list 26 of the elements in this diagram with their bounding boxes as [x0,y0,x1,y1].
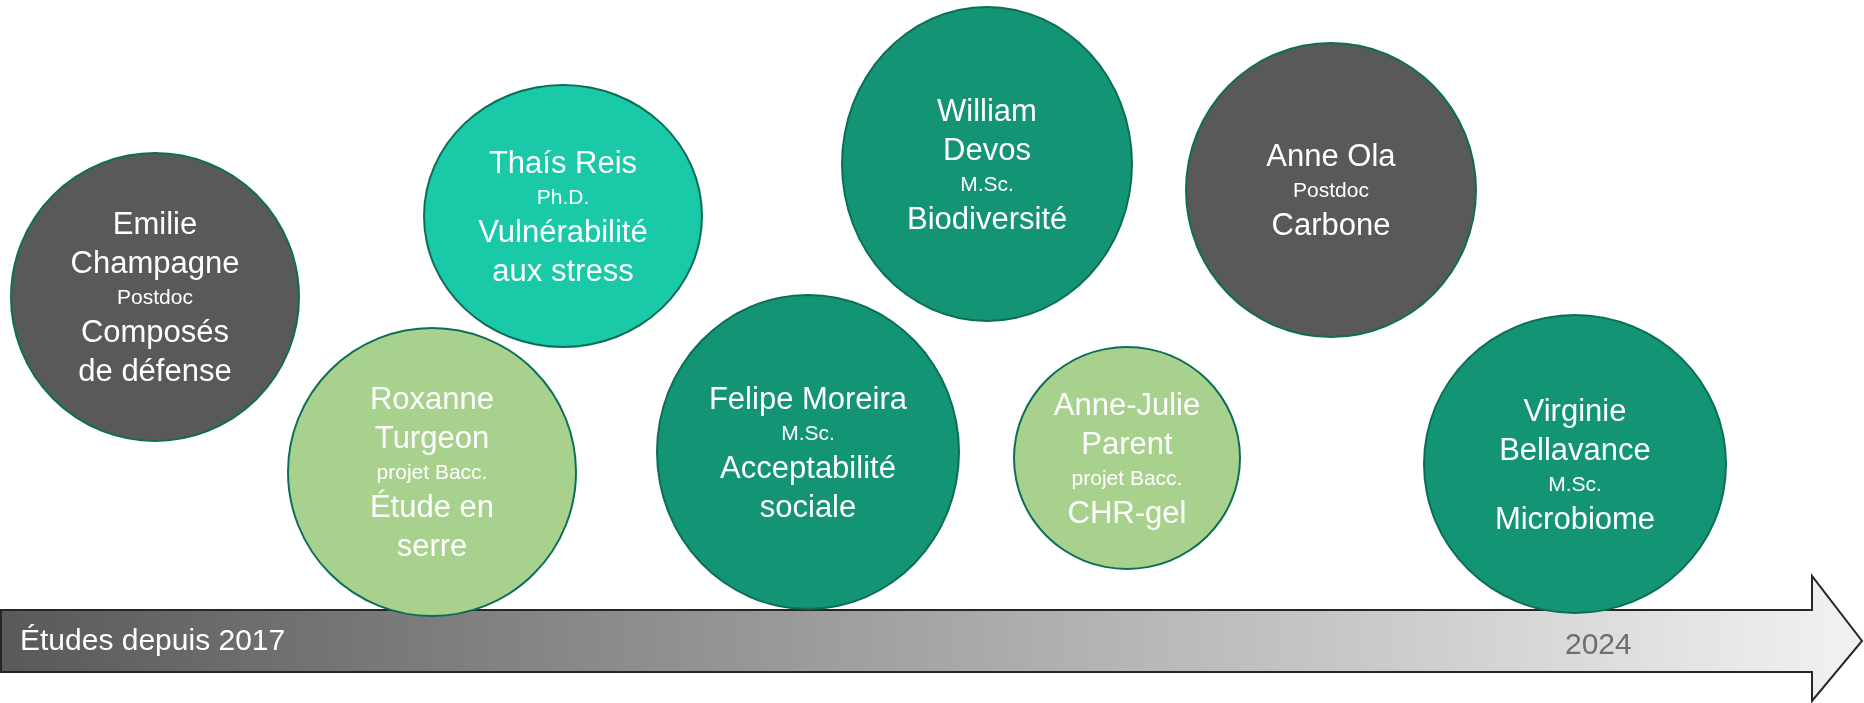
research-topic: Étude en serre [368,488,496,565]
degree-label: Ph.D. [536,183,590,210]
person-name: Felipe Moreira [708,379,908,418]
research-topic: Vulnérabilité aux stress [477,212,649,290]
research-topic: Biodiversité [907,199,1067,238]
degree-label: projet Bacc. [376,459,488,485]
timeline-start-label: Études depuis 2017 [20,623,286,657]
person-name: Emilie Champagne [70,205,240,282]
research-topic: CHR-gel [1067,493,1187,532]
degree-label: Postdoc [1293,177,1369,203]
degree-label: M.Sc. [960,170,1014,197]
person-name: William Devos [936,91,1038,169]
research-topic: Composés de défense [77,313,233,390]
person-name: Virginie Bellavance [1498,391,1652,469]
person-name: Anne-Julie Parent [1052,385,1202,463]
year-label: 2024 [1565,627,1632,661]
degree-label: M.Sc. [1548,470,1602,497]
degree-label: M.Sc. [781,419,835,446]
degree-label: Postdoc [117,284,193,310]
person-name: Roxanne Turgeon [368,380,496,457]
person-name: Thaís Reis [488,143,638,182]
research-topic: Carbone [1271,206,1391,244]
person-name: Anne Ola [1266,137,1396,175]
research-topic: Acceptabilité sociale [719,448,897,526]
degree-label: projet Bacc. [1071,464,1183,491]
research-topic: Microbiome [1494,499,1656,538]
